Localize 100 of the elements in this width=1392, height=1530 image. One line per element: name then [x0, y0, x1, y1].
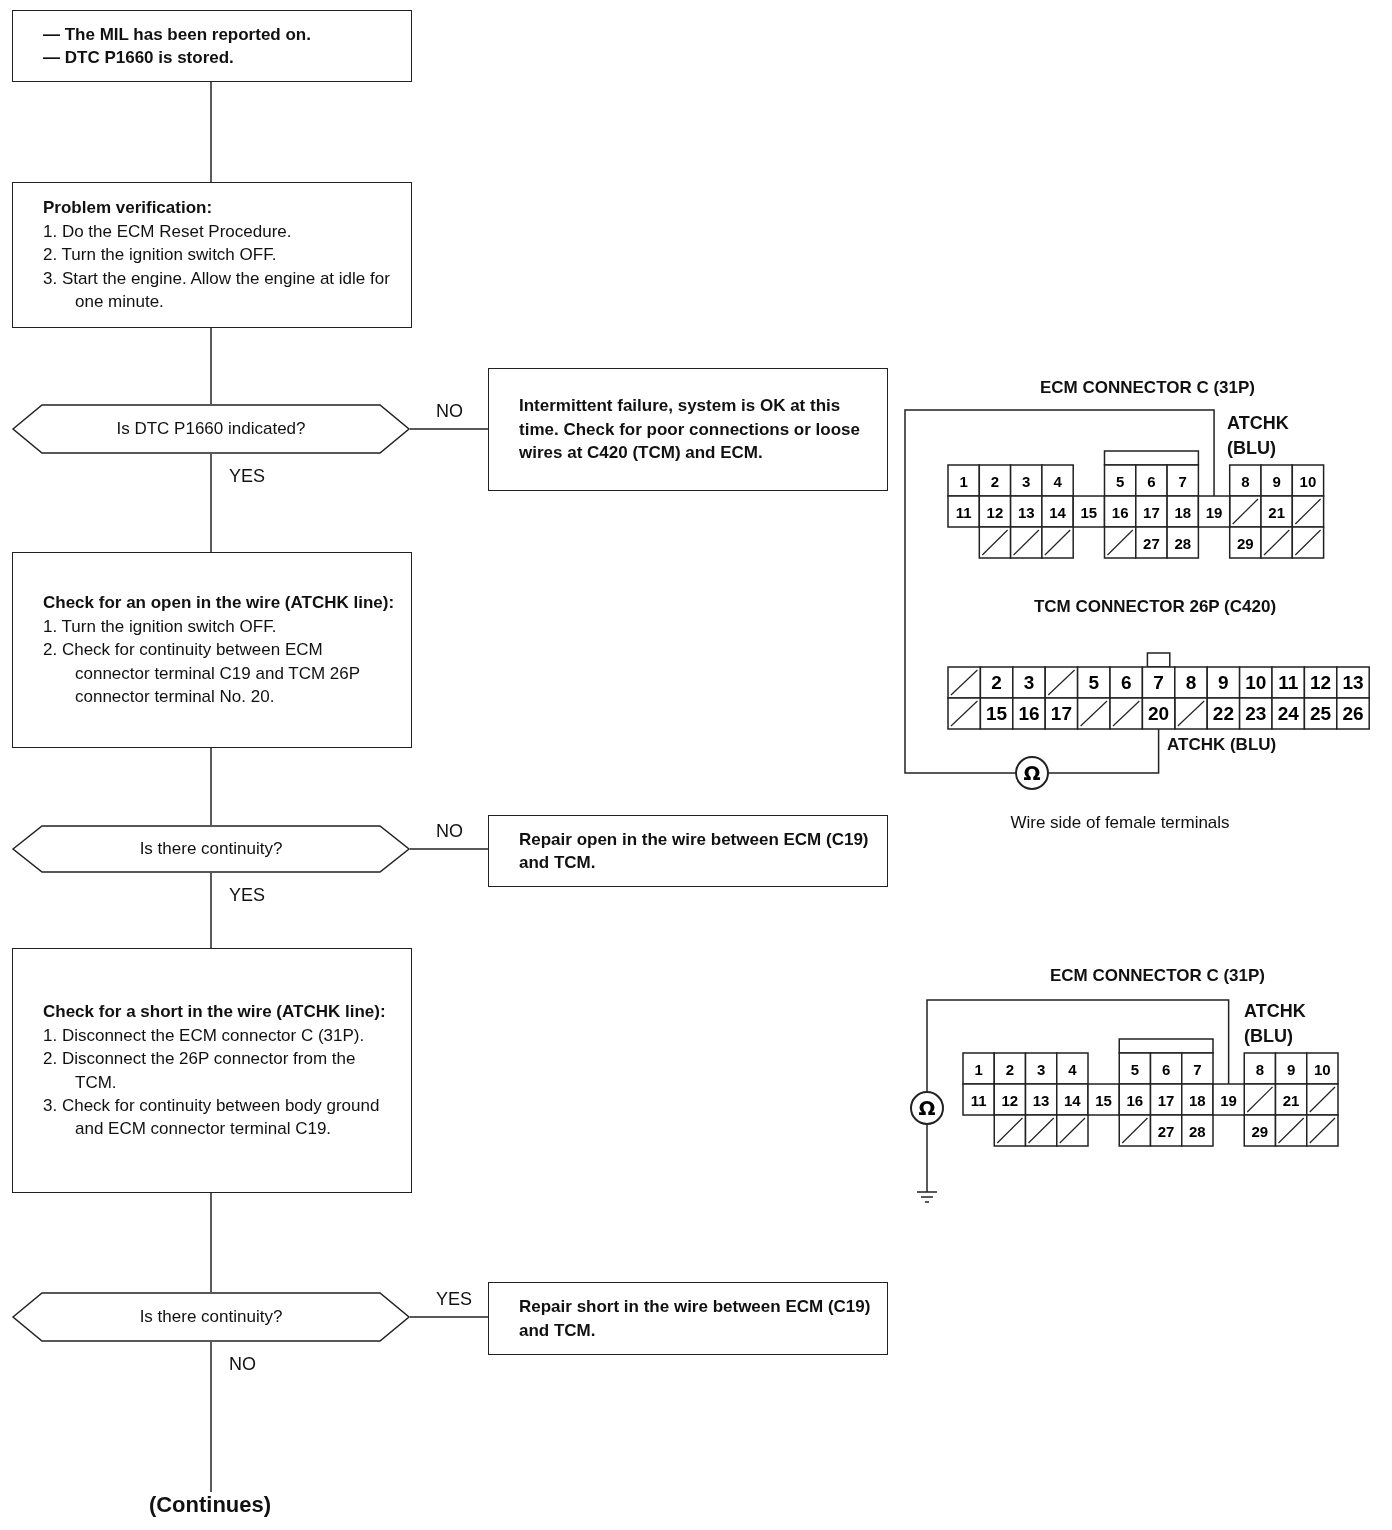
terminal-number: 27 — [1157, 1122, 1175, 1140]
terminal-number: 3 — [1022, 472, 1031, 490]
step-text: 3. Start the engine. Allow the engine at idle for one minute. — [43, 267, 391, 314]
terminal-number: 11 — [1278, 671, 1299, 693]
connector-line — [210, 872, 212, 949]
process-box — [12, 552, 412, 748]
terminal-number: 27 — [1143, 534, 1160, 552]
terminal-number: 1 — [974, 1060, 983, 1078]
terminal-number: 25 — [1310, 702, 1332, 724]
terminal-number: 9 — [1218, 671, 1229, 693]
connector-line — [210, 327, 212, 405]
box-heading: Problem verification: — [43, 197, 214, 220]
terminal-number: 10 — [1314, 1060, 1331, 1078]
connector-line — [210, 81, 212, 183]
question-text: Is there continuity? — [139, 1307, 283, 1327]
question-text: Is there continuity? — [139, 839, 283, 859]
terminal-number: 2 — [991, 671, 1002, 693]
result-box — [488, 368, 888, 491]
terminal-number: 6 — [1161, 1060, 1171, 1078]
terminal-number: 12 — [986, 503, 1004, 521]
terminal-number: 2 — [990, 472, 1000, 490]
wire-color-label: ATCHK (BLU) — [1244, 1000, 1307, 1049]
terminal-number: 5 — [1116, 472, 1125, 490]
wire — [904, 409, 1215, 774]
continuation-note: (Continues) — [110, 1492, 310, 1524]
connector-line — [409, 1316, 489, 1318]
terminal-number: 7 — [1178, 472, 1187, 490]
terminal-number: 9 — [1286, 1060, 1296, 1078]
terminal-number: 3 — [1036, 1060, 1046, 1078]
process-box — [12, 948, 412, 1193]
terminal-number: 22 — [1212, 702, 1234, 724]
connector-title: ECM CONNECTOR C (31P) — [1048, 965, 1266, 987]
box-text: — The MIL has been reported on. — [43, 23, 312, 46]
connector-line — [210, 1341, 212, 1493]
terminal-number: 14 — [1049, 503, 1066, 521]
wire — [926, 999, 1230, 1093]
connector-line — [210, 453, 212, 553]
decision-diamond — [12, 1292, 410, 1342]
box-heading: Check for an open in the wire (ATCHK line): — [43, 592, 396, 615]
step-text: 3. Check for continuity between body ground and ECM connector terminal C19. — [43, 1094, 381, 1141]
terminal-number: 28 — [1189, 1122, 1206, 1140]
terminal-cell: 19 — [1197, 495, 1231, 528]
step-text: 1. Turn the ignition switch OFF. — [43, 615, 278, 638]
step-text: 2. Turn the ignition switch OFF. — [43, 244, 278, 267]
terminal-number: 4 — [1068, 1060, 1077, 1078]
terminal-number: 8 — [1255, 1060, 1265, 1078]
terminal-number: 11 — [970, 1091, 987, 1109]
terminal-number: 18 — [1174, 503, 1192, 521]
connector-line — [409, 848, 489, 850]
ohmmeter-symbol: Ω — [910, 1091, 944, 1125]
terminal-number: 13 — [1017, 503, 1035, 521]
terminal-number: 13 — [1342, 671, 1364, 693]
result-box — [488, 1282, 888, 1355]
terminal-number: 8 — [1185, 671, 1197, 693]
terminal-number: 15 — [1080, 503, 1098, 521]
wire — [926, 1123, 928, 1193]
view-note: Wire side of female terminals — [1009, 812, 1231, 834]
terminal-number: 9 — [1272, 472, 1281, 490]
connector-title: ECM CONNECTOR C (31P) — [1038, 377, 1256, 399]
result-box — [488, 815, 888, 887]
box-text: — DTC P1660 is stored. — [43, 47, 235, 69]
terminal-number: 17 — [1157, 1091, 1175, 1109]
terminal-number: 13 — [1032, 1091, 1050, 1109]
terminal-number: 10 — [1299, 472, 1317, 490]
terminal-number: 28 — [1174, 534, 1192, 552]
terminal-number: 5 — [1130, 1060, 1140, 1078]
terminal-number: 6 — [1147, 472, 1156, 490]
question-text: Is DTC P1660 indicated? — [116, 419, 306, 439]
terminal-number: 21 — [1268, 503, 1285, 521]
terminal-number: 4 — [1053, 472, 1062, 490]
terminal-number: 17 — [1143, 503, 1160, 521]
terminal-number: 12 — [1310, 671, 1332, 693]
step-text: 1. Do the ECM Reset Procedure. — [43, 220, 293, 243]
start-box — [12, 10, 412, 82]
box-text: Repair open in the wire between ECM (C19) and TCM. — [519, 828, 870, 874]
terminal-number: 12 — [1001, 1091, 1019, 1109]
box-text: Intermittent failure, system is OK at this time. Check for poor connections or loose wires at C420 (TCM) and ECM. — [519, 395, 861, 465]
terminal-number: 7 — [1153, 671, 1164, 693]
terminal-number: 3 — [1023, 671, 1035, 693]
step-text: 2. Check for continuity between ECM connector terminal C19 and TCM 26P connector terminal No. 20. — [43, 639, 361, 709]
terminal-number: 29 — [1237, 534, 1254, 552]
terminal-number: 16 — [1111, 503, 1129, 521]
terminal-number: 2 — [1005, 1060, 1015, 1078]
terminal-number: 15 — [986, 702, 1008, 724]
box-text: Repair short in the wire between ECM (C19) and TCM. — [519, 1296, 872, 1342]
ohmmeter-symbol: Ω — [1015, 756, 1049, 790]
box-heading: Check for a short in the wire (ATCHK line): — [43, 1001, 387, 1024]
terminal-number: 8 — [1241, 472, 1250, 490]
terminal-number: 14 — [1064, 1091, 1081, 1109]
terminal-cell: 20 — [1141, 697, 1176, 730]
terminal-number: 16 — [1126, 1091, 1144, 1109]
process-box — [12, 182, 412, 328]
step-text: 1. Disconnect the ECM connector C (31P). — [43, 1024, 366, 1047]
terminal-number: 1 — [959, 472, 968, 490]
terminal-number: 18 — [1189, 1091, 1206, 1109]
terminal-cell: 19 — [1212, 1083, 1245, 1116]
terminal-number: 5 — [1088, 671, 1100, 693]
wire-color-label: ATCHK (BLU) — [1167, 734, 1278, 756]
connector-title: TCM CONNECTOR 26P (C420) — [1032, 596, 1278, 618]
terminal-number: 24 — [1277, 702, 1299, 724]
